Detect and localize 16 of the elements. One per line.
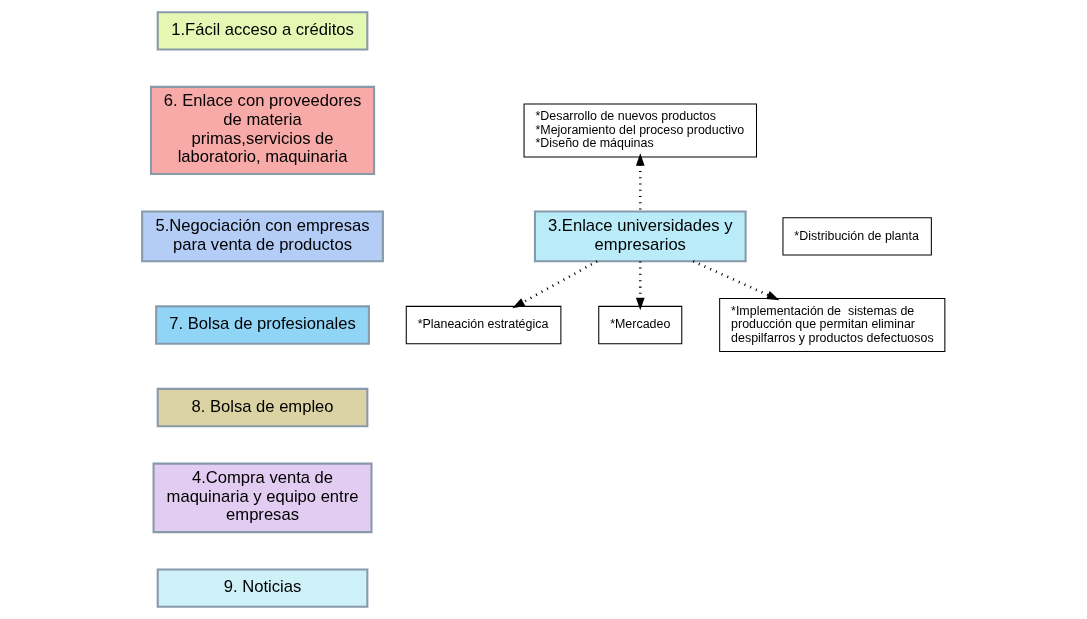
- node-box: *Implementación de sistemas de producción que permitan eliminar despilfarros y productos defectuosos: [719, 298, 946, 353]
- node-box: *Mercadeo: [598, 305, 683, 345]
- node-box: 5.Negociación con empresas para venta de productos: [141, 210, 384, 263]
- node-box: 9. Noticias: [156, 568, 369, 608]
- arrow: [635, 153, 645, 212]
- node-box: 8. Bolsa de empleo: [156, 387, 369, 428]
- node-box: *Distribución de planta: [782, 217, 932, 256]
- node-box: 4.Compra venta de maquinaria y equipo entre empresas: [152, 462, 373, 534]
- node-box: *Planeación estratégica: [405, 305, 562, 345]
- node-box: 6. Enlace con proveedores de materia primas,servicios de laboratorio, maquinaria: [149, 85, 376, 176]
- node-box: *Desarrollo de nuevos productos *Mejoramiento del proceso productivo *Diseño de máquinas: [523, 103, 757, 158]
- node-box: 1.Fácil acceso a créditos: [156, 11, 369, 51]
- node-box: 7. Bolsa de profesionales: [155, 305, 370, 345]
- node-box: 3.Enlace universidades y empresarios: [533, 210, 747, 263]
- arrow: [692, 260, 780, 301]
- arrow: [512, 260, 598, 309]
